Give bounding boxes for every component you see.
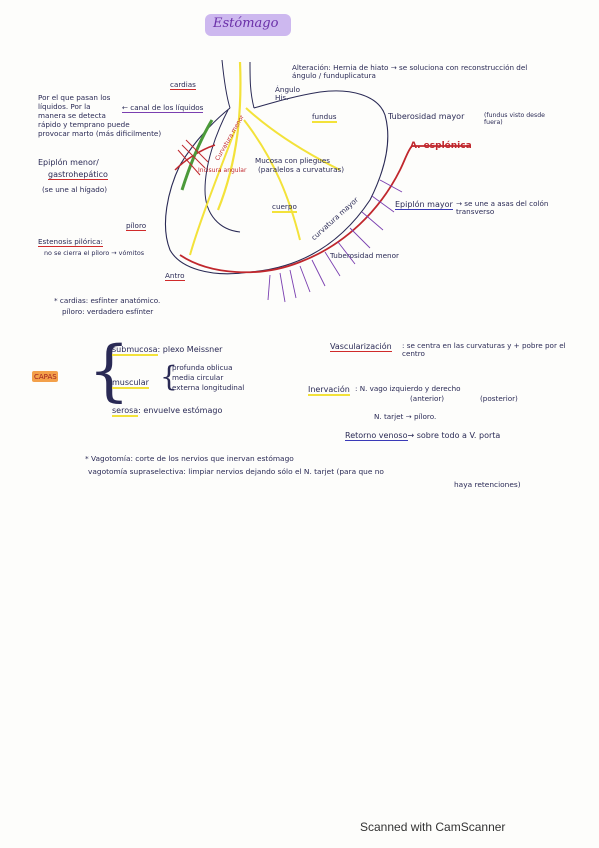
muscular-2: media circular [172,373,224,382]
label-angulo-his: Ángulo His. [275,85,300,103]
layer-muscular: muscular [112,378,149,389]
inervacion-anterior: (anterior) [410,394,445,403]
label-retorno: Retorno venoso→ sobre todo a V. porta [345,431,501,441]
label-paralelos: (paralelos a curvaturas) [258,165,345,174]
note-liquidos: líquidos. Por la [38,102,91,111]
label-gastrohepatico: gastrohepático [48,170,108,180]
inervacion-desc: : N. vago izquierdo y derecho [355,384,461,393]
vagotomia-line-1: * Vagotomía: corte de los nervios que in… [85,454,294,463]
muscular-brace: { [160,360,178,393]
note-piloro: píloro: verdadero esfínter [62,307,154,316]
vascularizacion-desc: : se centra en las curvaturas y + pobre … [402,341,566,359]
note-provocar: provocar marto (más dificilmente) [38,129,162,138]
label-cuerpo: cuerpo [272,202,297,213]
vagus-nerve-4 [189,129,236,256]
label-tuberosidad-menor: Tuberosidad menor [330,251,399,260]
vagus-nerve-2 [245,107,341,171]
stomach-diagram [164,59,470,303]
greater-curvature-artery [179,145,470,274]
label-vascularizacion: Vascularización [330,342,392,352]
label-piloro: píloro [126,221,147,231]
label-estenosis: Estenosis pilórica: [38,237,103,247]
muscular-3: externa longitudinal [172,383,245,392]
n-tarjet: N. tarjet → píloro. [374,412,437,421]
label-alteracion: Alteración: Hernia de hiato → se solucio… [292,63,528,81]
label-tuberosidad-mayor: Tuberosidad mayor [388,112,465,121]
label-incisura: Incisura angular [198,167,247,174]
scanner-watermark: Scanned with CamScanner [360,820,506,834]
label-epiplon-menor: Epiplón menor/ [38,158,99,167]
title-highlight [205,14,291,36]
capas-highlight [32,371,58,382]
layer-submucosa: submucosa: plexo Meissner [112,345,223,356]
esophagus-outline [221,59,231,109]
note-rapido: rápido y temprano puede [38,120,130,129]
label-fundus-visto: (fundus visto desde fuera) [484,112,545,127]
label-mucosa: Mucosa con pliegues [255,156,330,165]
page-title: Estómago [213,16,279,31]
vagus-nerve-1 [216,61,242,211]
esophagus-outline-right [249,61,255,109]
label-arteria-esplenica: A. esplénica [410,141,472,151]
label-no-se-cierra: no se cierra el píloro → vómitos [44,249,145,257]
label-epiplon-mayor: Epiplón mayor [395,200,453,210]
lesser-curvature-vessels [177,139,209,176]
note-por-el-que: Por el que pasan los [38,93,111,102]
label-capas: CAPAS [34,373,57,381]
lesser-curvature [204,109,241,233]
capas-brace: { [88,332,130,409]
stomach-outline [164,90,389,275]
liquid-canal [180,119,214,191]
note-manera: manera se detecta [38,111,106,120]
layer-serosa: serosa: envuelve estómago [112,406,223,417]
vagotomia-line-3: haya retenciones) [454,480,521,489]
inervacion-posterior: (posterior) [480,394,518,403]
label-se-une-higado: (se une al hígado) [42,185,108,194]
label-inervacion: Inervación [308,385,350,396]
label-canal: ← canal de los líquidos [122,103,204,113]
label-se-une-asas: → se une a asas del colón transverso [456,199,549,217]
muscular-1: profunda oblicua [172,363,233,372]
label-fundus: fundus [312,112,337,123]
label-antro: Antro [165,271,185,281]
vagus-nerve-3 [243,119,301,241]
note-cardias: * cardias: esfínter anatómico. [54,296,161,305]
vagotomia-line-2: vagotomía supraselectiva: limpiar nervio… [88,467,384,476]
greater-omentum-veins [267,179,403,303]
label-cardias: cardias [170,80,196,90]
